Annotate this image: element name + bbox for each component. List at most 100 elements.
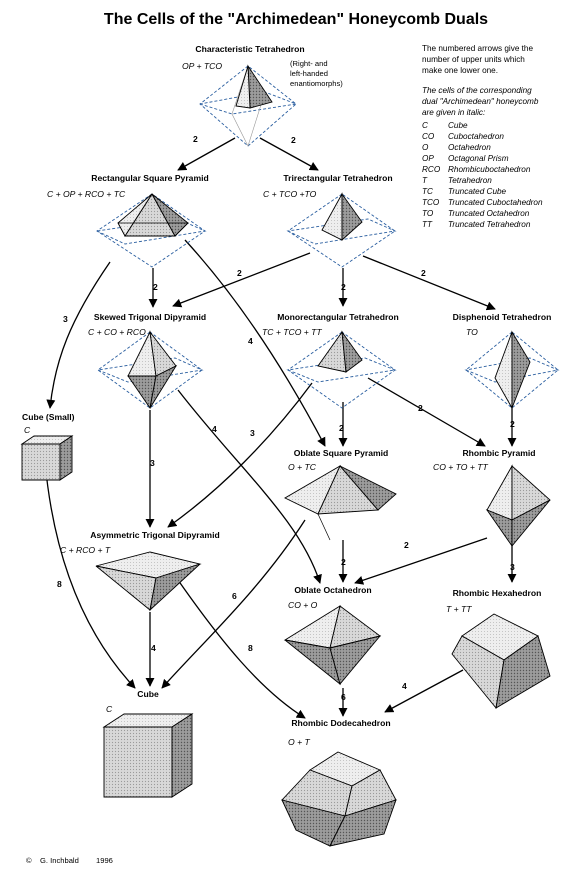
arrow	[177, 579, 306, 719]
arrow-label: 8	[57, 579, 62, 589]
cell-name: Cube	[137, 689, 159, 699]
disphenoid-tetrahedron-shape	[464, 330, 560, 410]
cell-formula: O + TC	[288, 462, 317, 472]
cell-name: Rhombic Pyramid	[462, 448, 535, 458]
arrow	[161, 519, 306, 689]
legend-abbr: OP	[422, 154, 434, 163]
cell-name: Monorectangular Tetrahedron	[277, 312, 399, 322]
arrow	[177, 137, 236, 171]
credit: © G. Inchbald 1996	[26, 856, 113, 865]
oblate-square-pyramid-shape	[284, 464, 397, 541]
arrow-label: 2	[193, 134, 198, 144]
cell-name: Trirectangular Tetrahedron	[283, 173, 392, 183]
legend-abbr: TT	[422, 220, 433, 229]
arrow-label: 2	[291, 135, 296, 145]
trirectangular-tetrahedron-shape	[286, 192, 397, 268]
cells-note-line: are given in italic:	[422, 108, 485, 117]
arrow-label: 2	[237, 268, 242, 278]
arrow-label: 3	[510, 562, 515, 572]
arrow-label: 2	[339, 423, 344, 433]
arrow-label: 3	[150, 458, 155, 468]
arrow-label: 2	[404, 540, 409, 550]
arrow-label: 4	[212, 424, 217, 434]
arrow-label: 6	[232, 591, 237, 601]
asymmetric-trigonal-dipyramid-shape	[95, 551, 202, 612]
arrow	[167, 382, 313, 528]
rhombic-pyramid-shape	[485, 464, 551, 548]
cell-name: Characteristic Tetrahedron	[195, 44, 304, 54]
cell-formula: T + TT	[446, 604, 472, 614]
cell-name: Asymmetric Trigonal Dipyramid	[90, 530, 219, 540]
cell-formula: CO + TO + TT	[433, 462, 489, 472]
arrow-label: 2	[421, 268, 426, 278]
legend-name: Octahedron	[448, 143, 491, 152]
arrow-note: The numbered arrows give the number of u…	[422, 44, 533, 75]
legend-abbr: TC	[422, 187, 433, 196]
cell-formula: C + RCO + T	[60, 545, 111, 555]
arrow-label: 8	[248, 643, 253, 653]
legend-abbr: TCO	[422, 198, 440, 207]
arrow-label: 2	[418, 403, 423, 413]
arrow-label: 6	[341, 692, 346, 702]
arrow	[46, 261, 111, 409]
arrow	[362, 255, 496, 311]
cell-name: Oblate Octahedron	[294, 585, 371, 595]
arrows	[44, 137, 517, 719]
rhombic-hexahedron-shape	[451, 613, 551, 710]
enantiomorph-note: enantiomorphs)	[290, 79, 343, 88]
arrow-label: 3	[63, 314, 68, 324]
page-title: The Cells of the "Archimedean" Honeycomb…	[104, 11, 488, 28]
copyright-icon: ©	[26, 856, 32, 865]
arrow-note-line: The numbered arrows give the	[422, 44, 533, 53]
cells-note-line: dual "Archimedean" honeycomb	[422, 97, 539, 106]
legend-name: Truncated Octahedron	[448, 209, 530, 218]
arrow	[177, 389, 322, 584]
cell-name: Rhombic Dodecahedron	[291, 718, 390, 728]
cells-note: The cells of the corresponding dual "Arc…	[422, 86, 539, 117]
legend-name: Truncated Cube	[448, 187, 507, 196]
legend: C Cube CO Cuboctahedron O Octahedron OP …	[422, 121, 543, 229]
rectangular-square-pyramid-shape	[95, 193, 207, 268]
arrow-note-line: make one lower one.	[422, 66, 498, 75]
cell-formula: TC + TCO + TT	[262, 327, 322, 337]
cell-name: Cube (Small)	[22, 412, 75, 422]
monorectangular-tetrahedron-shape	[286, 330, 397, 409]
legend-abbr: T	[422, 176, 428, 185]
arrow-label: 2	[510, 419, 515, 429]
cell-formula: CO + O	[288, 600, 318, 610]
arrow-label: 4	[248, 336, 253, 346]
legend-name: Rhombicuboctahedron	[448, 165, 531, 174]
cell-characteristic-tetrahedron: Characteristic Tetrahedron OP + TCO (Rig…	[182, 44, 343, 88]
arrow-label: 3	[250, 428, 255, 438]
legend-name: Tetrahedron	[448, 176, 492, 185]
arrow	[172, 252, 311, 308]
legend-name: Cube	[448, 121, 468, 130]
cell-formula: OP + TCO	[182, 61, 222, 71]
cell-formula: C + CO + RCO	[88, 327, 146, 337]
rhombic-dodecahedron-shape	[281, 751, 397, 847]
legend-name: Truncated Cuboctahedron	[448, 198, 543, 207]
cell-name: Skewed Trigonal Dipyramid	[94, 312, 206, 322]
legend-abbr: C	[422, 121, 428, 130]
credit-year: 1996	[96, 856, 113, 865]
legend-name: Truncated Tetrahedron	[448, 220, 531, 229]
arrow	[44, 461, 136, 689]
arrow-label: 2	[341, 282, 346, 292]
arrow	[354, 537, 488, 585]
legend-abbr: CO	[422, 132, 435, 141]
arrow-label: 2	[341, 557, 346, 567]
arrow	[184, 239, 326, 447]
enantiomorph-note: (Right- and	[290, 59, 328, 68]
legend-abbr: TO	[422, 209, 434, 218]
arrow-note-line: number of upper units which	[422, 55, 525, 64]
cell-name: Rectangular Square Pyramid	[91, 173, 209, 183]
cube-small-shape	[20, 435, 74, 481]
skewed-trigonal-dipyramid-shape	[96, 330, 204, 410]
arrow-label: 4	[151, 643, 156, 653]
cell-formula: O + T	[288, 737, 310, 747]
enantiomorph-note: left-handed	[290, 69, 328, 78]
legend-abbr: RCO	[422, 165, 441, 174]
cell-name: Disphenoid Tetrahedron	[453, 312, 552, 322]
cells-note-line: The cells of the corresponding	[422, 86, 532, 95]
